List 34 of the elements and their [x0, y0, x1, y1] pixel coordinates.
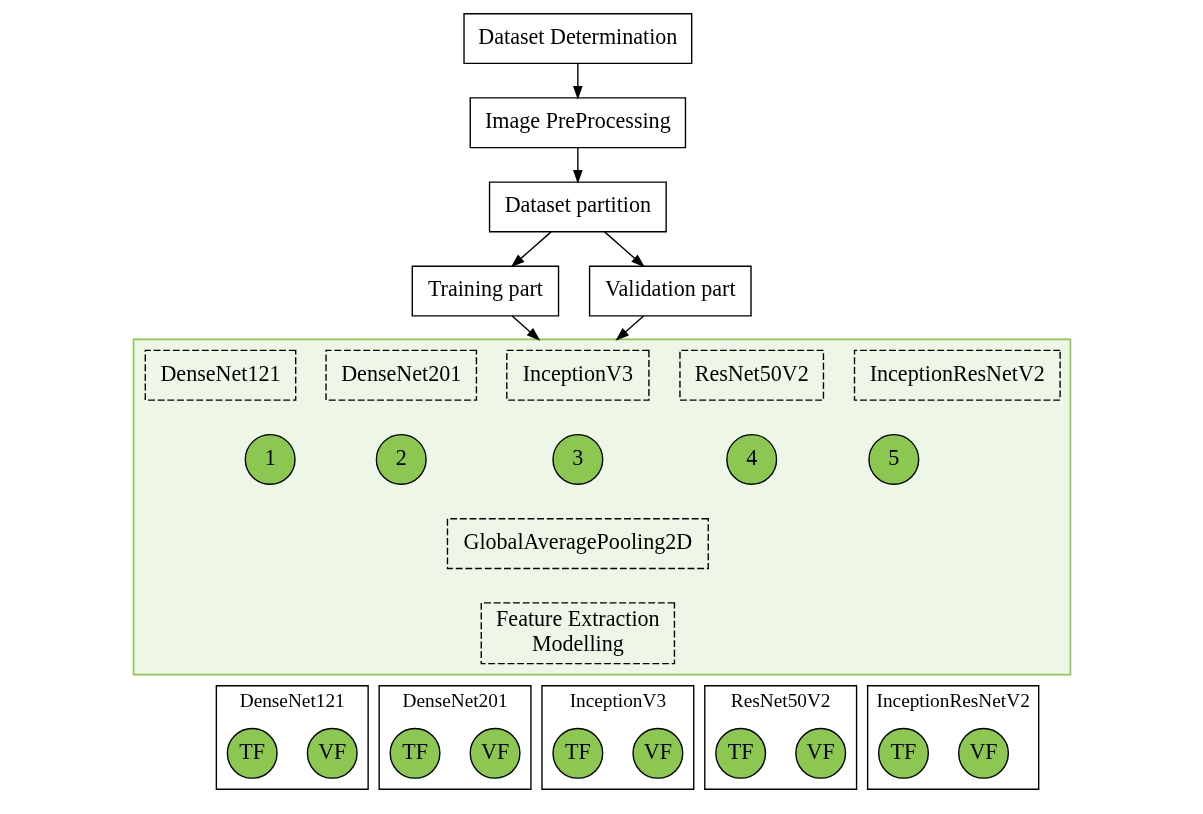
node-box: ResNet50V2 — [678, 349, 824, 401]
arrow — [614, 315, 644, 341]
node-circle: VF — [469, 727, 521, 779]
node-circle: TF — [551, 727, 603, 779]
node-box: Dataset Determination — [462, 13, 692, 65]
node-circle: TF — [714, 727, 766, 779]
node-box: Image PreProcessing — [469, 97, 686, 149]
arrow — [510, 231, 552, 268]
node-circle: 3 — [551, 433, 603, 485]
node-circle: 4 — [725, 433, 777, 485]
arrow — [572, 62, 583, 100]
node-box: InceptionV3 — [505, 349, 650, 401]
node-circle: TF — [389, 727, 441, 779]
node-box: Dataset partition — [488, 181, 667, 233]
node-circle: VF — [957, 727, 1009, 779]
arrow — [510, 315, 540, 341]
node-circle: TF — [877, 727, 929, 779]
node-circle: 2 — [375, 433, 427, 485]
node-circle: VF — [631, 727, 683, 779]
cluster — [132, 338, 1071, 676]
node-box: InceptionResNetV2 — [853, 349, 1061, 401]
node-circle: 5 — [867, 433, 919, 485]
node-box: DenseNet121 — [144, 349, 296, 401]
arrow — [572, 147, 583, 184]
node-circle: 1 — [244, 433, 296, 485]
arrow — [603, 231, 645, 268]
node-circle: VF — [794, 727, 846, 779]
node-box: Training part — [411, 265, 559, 317]
node-box: GlobalAveragePooling2D — [446, 518, 709, 570]
node-box: DenseNet201 — [324, 349, 477, 401]
node-circle: VF — [306, 727, 358, 779]
node-box: Feature Extraction Modelling — [480, 602, 675, 665]
node-box: Validation part — [588, 265, 752, 317]
node-circle: TF — [226, 727, 278, 779]
